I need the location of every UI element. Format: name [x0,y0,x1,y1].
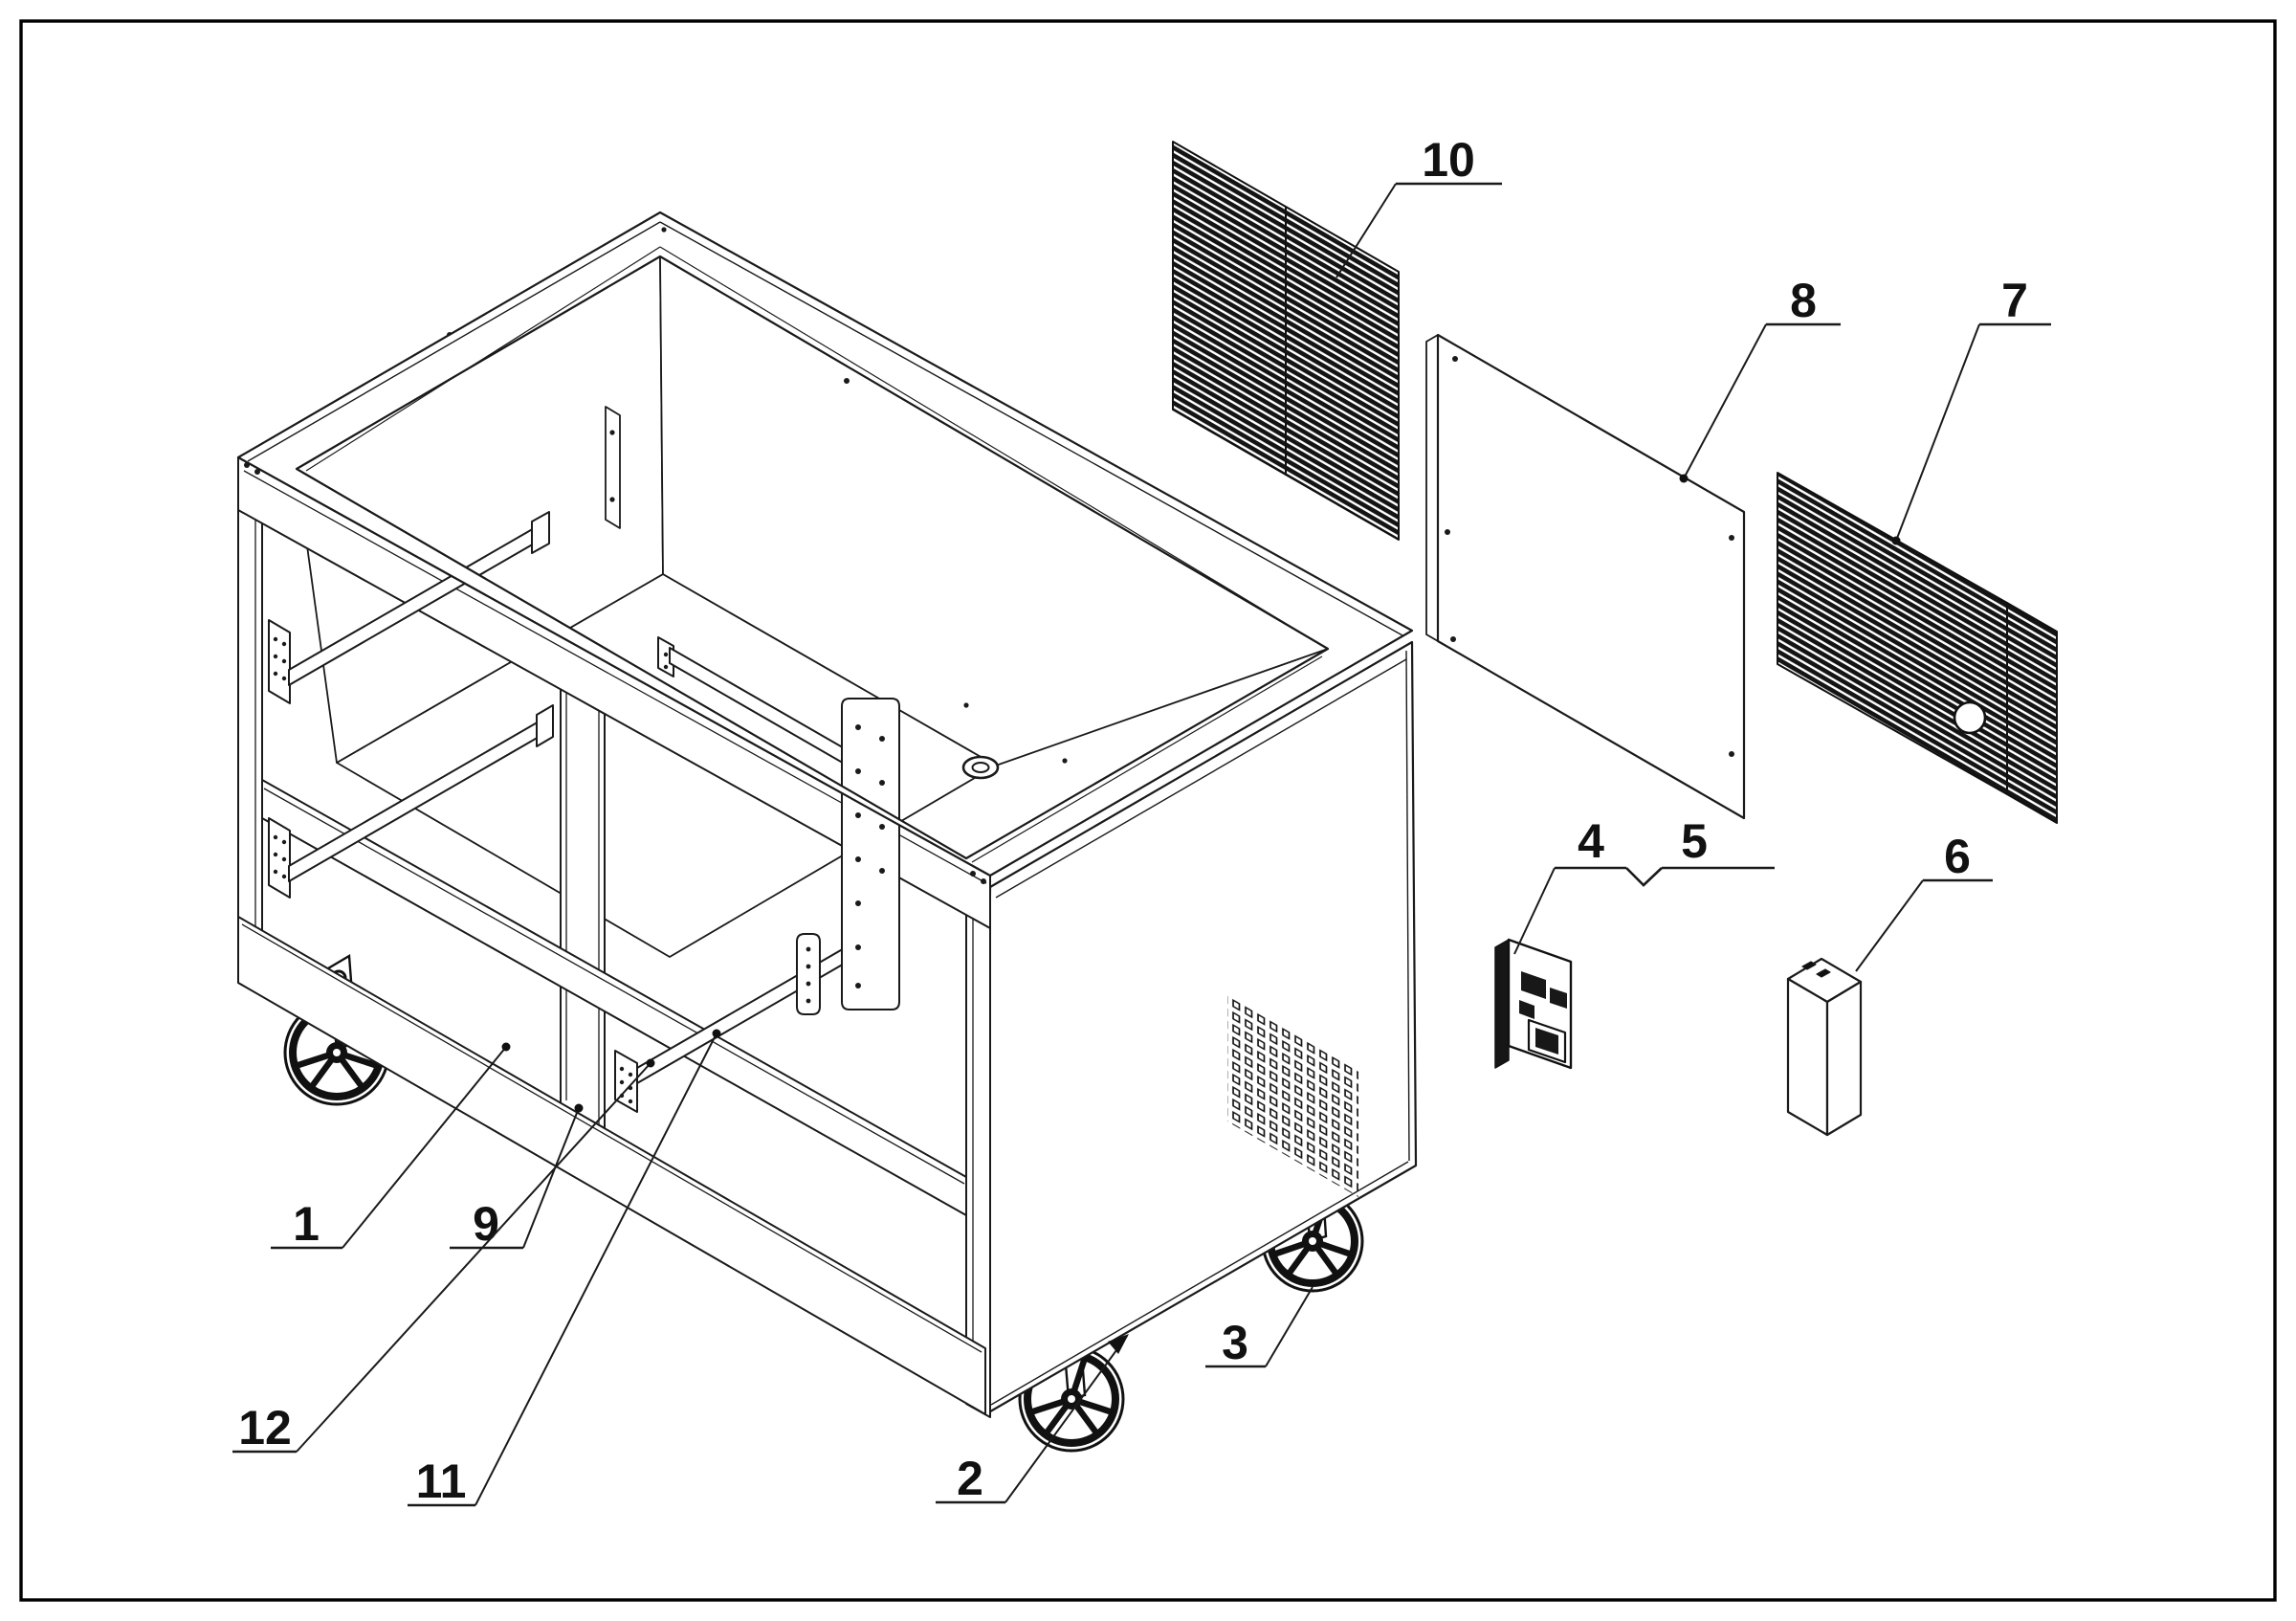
callout-10: 10 [1336,133,1502,278]
callout-number-11: 11 [416,1454,467,1508]
callout-1: 1 [271,1042,511,1251]
top-rim [236,211,1414,884]
mid-mount-plate [796,933,821,1015]
bottom-rail [237,916,986,1415]
callout-8: 8 [1679,274,1841,483]
leader-line-4 [1513,867,1556,955]
callout-number-7: 7 [2001,274,2028,327]
page-border [19,19,2277,1602]
wall-mount-strip [605,406,621,529]
power-box [1786,957,1863,1137]
leader-dot [1891,536,1901,545]
leader-dot [712,1029,721,1038]
callout-2: 2 [936,1334,1129,1505]
callout-3: 3 [1205,1286,1314,1369]
callout-number-2: 2 [957,1452,983,1505]
callout-number-9: 9 [473,1197,499,1251]
callout-number-8: 8 [1790,274,1817,327]
cabinet-interior [296,255,1329,958]
leader-line-12 [296,1062,651,1453]
leader-line-10 [1336,183,1397,278]
callout-5: 5 [1625,814,1775,887]
grille-panel-rear [1172,141,1400,541]
callout-4: 4 [1513,814,1626,955]
leader-dot [574,1103,584,1113]
leader-line-3 [1265,1286,1314,1367]
callout-7: 7 [1891,274,2051,545]
leader-line-8 [1683,323,1767,479]
callout-6: 6 [1855,830,1993,972]
callout-number-4: 4 [1578,814,1604,868]
side-panel-right [983,640,1418,1416]
floor-hole-dot [1062,758,1068,764]
leader-dot [646,1058,655,1068]
callout-number-12: 12 [238,1401,292,1454]
callout-12: 12 [232,1058,655,1454]
rim-corner-screws [244,227,986,884]
floor-hole-dot [963,702,969,708]
wall-hole-dot [844,378,850,384]
callout-number-6: 6 [1944,830,1971,883]
front-frame [237,456,991,1418]
cable-grommet [961,755,1000,780]
leader-line-1 [342,1046,507,1249]
callout-9: 9 [450,1103,584,1251]
vent-perforation [1227,992,1358,1197]
front-stile [965,861,991,1418]
leader-arrow [1108,1334,1129,1354]
control-board [1494,938,1573,1070]
control-board-bracket [1494,939,1510,1069]
callout-number-5: 5 [1681,814,1708,868]
grille-hole [1953,700,1987,735]
leader-dot [1679,474,1689,483]
power-box-terminal [1801,961,1817,970]
callout-number-10: 10 [1422,133,1475,187]
leader-line-6 [1855,879,1924,972]
leader-line-9 [522,1107,580,1249]
support-beam [261,779,967,1216]
callout-number-1: 1 [293,1197,320,1251]
center-divider [560,688,606,1129]
leader-line-7 [1895,323,1980,542]
leader-line-2 [1004,1335,1128,1503]
leader-dot [501,1042,511,1052]
callouts-layer: 1 9 12 11 2 3 4 5 6 8 7 10 [232,133,2051,1508]
slide-rail-mid-left [268,704,554,899]
slide-rail-top-left [268,511,550,704]
grille-panel-right [1777,472,2058,824]
access-panel [1425,333,1746,820]
power-box-terminal [1816,968,1831,978]
callout-11: 11 [408,1029,721,1508]
callout-number-3: 3 [1222,1316,1248,1369]
tall-mount-plate [841,698,900,1010]
leader-line-11 [475,1033,718,1506]
callout-bracket [1625,867,1663,887]
left-stile [237,456,263,997]
